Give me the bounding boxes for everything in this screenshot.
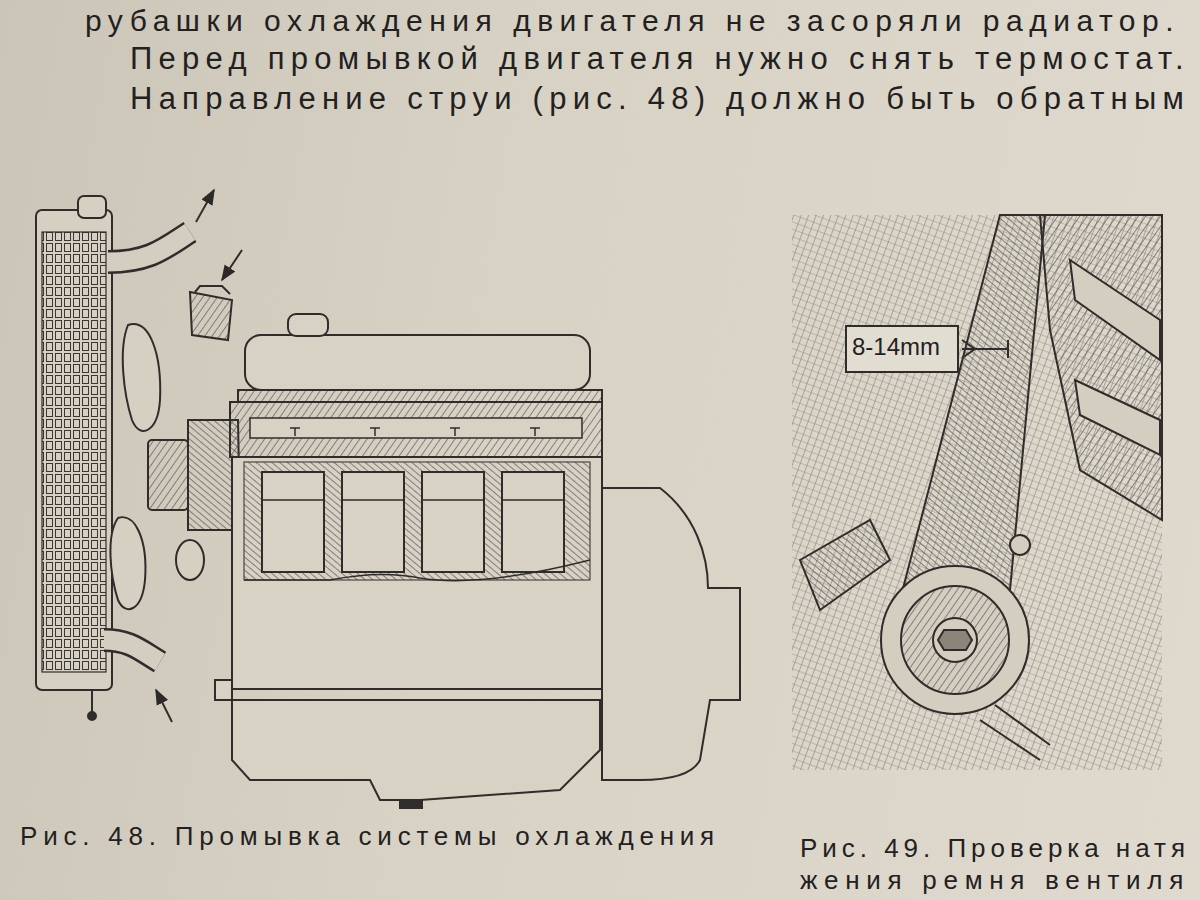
piston-tops — [262, 499, 564, 501]
engraving-ground — [792, 215, 1162, 770]
fan-blade — [110, 517, 145, 609]
lower-hose-inner — [104, 640, 160, 662]
head-gasket — [238, 390, 602, 402]
pulley-hub — [933, 618, 977, 662]
cylinder — [422, 472, 484, 572]
figure-caption: жения ремня вентиля — [800, 866, 1190, 895]
outlet-pipe — [195, 286, 230, 294]
water-jacket — [244, 462, 590, 580]
flow-arrow — [156, 690, 172, 722]
radiator — [36, 210, 112, 690]
drain-cock-head — [88, 712, 96, 720]
cylinder — [262, 472, 324, 572]
fan-blade — [1075, 380, 1160, 455]
dimension-frame — [846, 326, 958, 372]
figure-caption: Рис. 48. Промывка системы охлаждения — [20, 822, 720, 851]
pulley-groove — [901, 586, 1009, 694]
pump-pulley — [176, 540, 204, 580]
pulley-nut — [938, 630, 972, 650]
fan-hub — [148, 440, 188, 510]
body-text-line: Направление струи (рис. 48) должно быть … — [130, 82, 1190, 116]
wire — [980, 705, 1050, 760]
fan-blade — [123, 324, 160, 431]
cooling-system-figure — [36, 190, 740, 808]
dimension-label: 8-14mm — [852, 334, 940, 360]
cylinder-head — [230, 402, 602, 457]
flow-arrow — [222, 250, 242, 280]
pulley — [881, 566, 1029, 714]
fan-belt — [900, 215, 1045, 600]
upper-hose-inner — [108, 232, 190, 262]
housing-seam — [601, 488, 603, 780]
drain-cock — [91, 690, 93, 712]
upper-hose — [108, 232, 190, 262]
body-text-line: рубашки охлаждения двигателя не засоряли… — [85, 4, 1180, 37]
body-text-line: Перед промывкой двигателя нужно снять те… — [130, 42, 1190, 76]
bolt — [1010, 535, 1030, 555]
cutaway-edge — [244, 560, 590, 581]
flow-arrow — [196, 190, 214, 222]
cylinder — [502, 472, 564, 572]
thermostat-housing — [190, 292, 232, 340]
cylinder-block — [232, 457, 602, 689]
bell-housing — [602, 488, 740, 780]
valve-cover — [245, 335, 590, 390]
water-channel — [250, 418, 582, 438]
radiator-filler-neck — [78, 196, 106, 218]
dimension-bracket — [962, 340, 1008, 358]
radiator-core — [42, 232, 106, 672]
figure-caption: Рис. 49. Проверка натя — [800, 834, 1190, 863]
oil-pan — [232, 700, 600, 800]
belt-tension-figure — [792, 215, 1162, 770]
fan-shroud — [1040, 215, 1162, 520]
drain-plug — [400, 800, 422, 808]
cylinder — [342, 472, 404, 572]
channel-ports — [290, 428, 540, 436]
lower-hose — [104, 640, 160, 662]
fan-blade — [1070, 260, 1160, 360]
oil-filler-cap — [288, 314, 328, 336]
crankcase-flange — [215, 680, 232, 700]
generator-bracket — [800, 520, 890, 610]
